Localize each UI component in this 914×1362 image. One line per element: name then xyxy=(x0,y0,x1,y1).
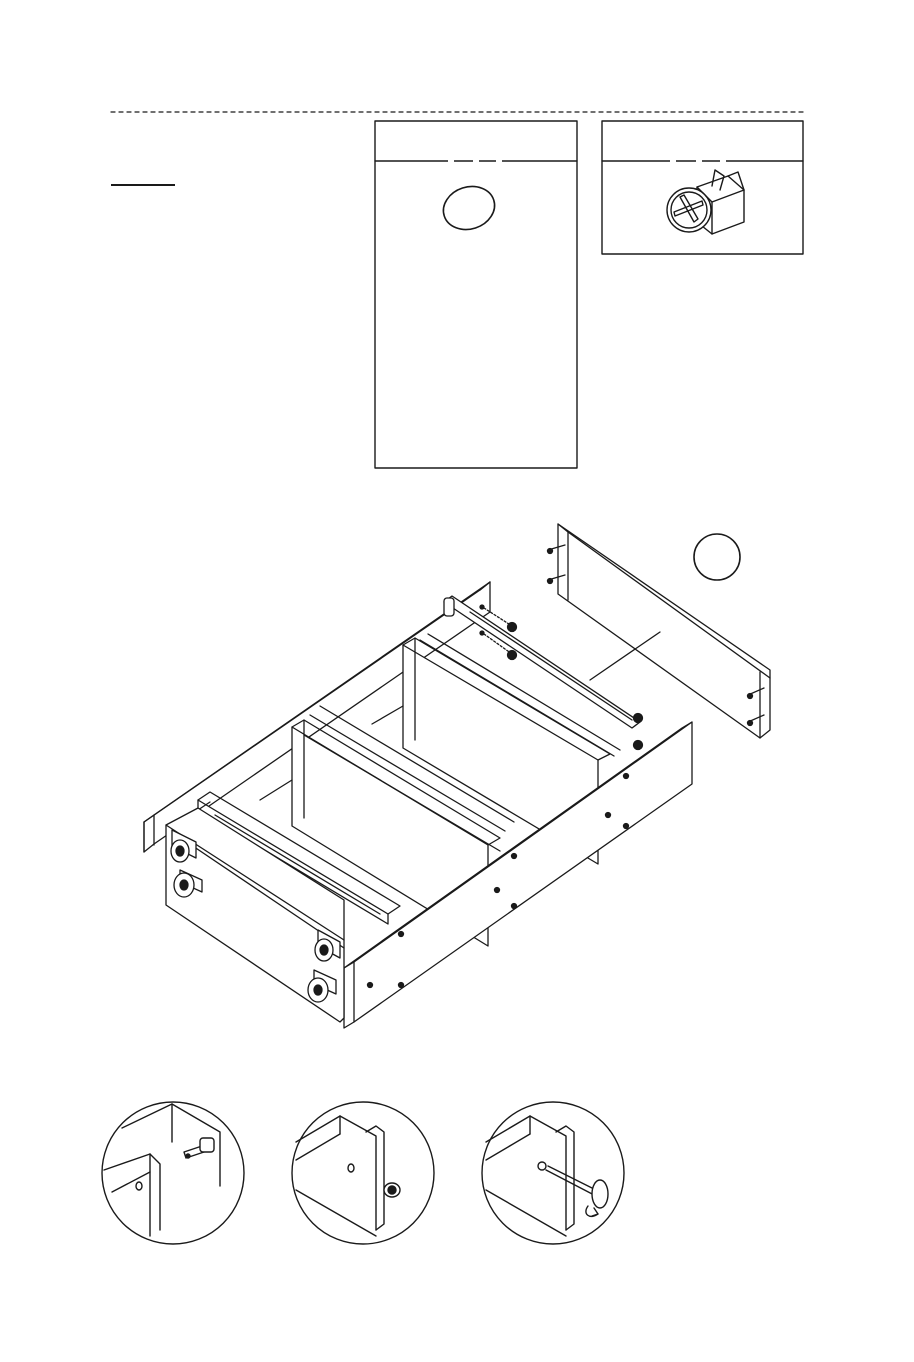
parts-panel-board xyxy=(375,121,577,468)
parts-panel-hardware xyxy=(602,121,803,254)
cam-dowel-insert-detail-icon xyxy=(102,1102,244,1244)
oval-panel-label-icon xyxy=(438,180,500,236)
step-label-underline xyxy=(111,184,175,186)
screwdriver-tighten-detail-icon xyxy=(482,1102,624,1244)
cam-lock-nut-icon xyxy=(667,170,744,234)
cam-lock-insert-detail-icon xyxy=(292,1102,434,1244)
circle-label-marker xyxy=(694,534,740,580)
drawer-frame-illustration xyxy=(144,524,770,1028)
